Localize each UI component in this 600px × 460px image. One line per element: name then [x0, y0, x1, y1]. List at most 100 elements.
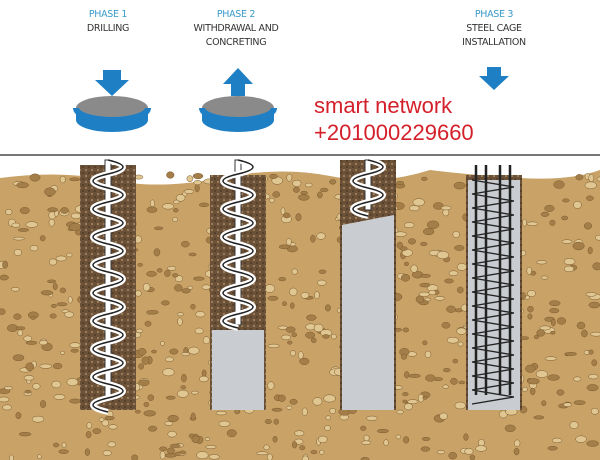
pebble: [70, 212, 82, 219]
pebble: [0, 396, 10, 403]
pebble: [420, 273, 431, 278]
pebble: [565, 352, 577, 356]
pebble: [17, 228, 29, 232]
pebble: [436, 250, 450, 260]
pebble: [442, 368, 451, 373]
phase-3-desc-1: STEEL CAGE: [466, 23, 522, 34]
pebble: [331, 333, 337, 340]
pebble: [549, 219, 556, 226]
pebble: [526, 221, 539, 226]
pebble: [160, 341, 165, 346]
watermark-name: smart network: [314, 93, 453, 118]
pebble: [101, 419, 110, 427]
concrete-2: [212, 330, 264, 410]
pebble: [137, 348, 147, 356]
pebble: [313, 323, 324, 333]
pebble: [304, 182, 313, 188]
pebble: [31, 415, 45, 423]
pebble: [166, 447, 175, 455]
pebble: [291, 268, 298, 275]
pebble: [66, 252, 73, 258]
pebble: [267, 381, 275, 390]
pebble: [426, 220, 440, 229]
rotate-down-icon: [73, 70, 151, 132]
pebble: [421, 436, 431, 441]
pebble: [134, 409, 141, 414]
pebble: [549, 308, 560, 314]
pebble: [267, 295, 279, 301]
pebble: [323, 394, 336, 403]
pebble: [310, 450, 318, 455]
pebble: [273, 418, 279, 425]
pebble: [420, 446, 431, 452]
pebble: [272, 435, 278, 443]
pebble: [9, 454, 14, 460]
pebble: [454, 401, 466, 410]
pebble: [576, 321, 586, 330]
pebble: [536, 260, 548, 265]
pebble: [419, 282, 431, 288]
pebble: [527, 378, 540, 385]
pebble: [13, 248, 22, 256]
pebble: [268, 198, 275, 203]
pebble: [153, 248, 161, 257]
pebble: [5, 209, 13, 216]
pebble: [540, 211, 550, 217]
pebble: [592, 262, 600, 271]
pebble: [525, 364, 536, 373]
pebble: [314, 291, 320, 300]
pebble: [282, 301, 287, 306]
pebble: [463, 433, 469, 441]
pebble: [173, 199, 180, 205]
pebble: [453, 181, 466, 190]
pebble: [402, 327, 410, 333]
pebble: [226, 429, 237, 438]
pebble: [47, 207, 58, 213]
pebble: [49, 313, 57, 319]
pebble: [180, 385, 187, 390]
pebble: [59, 175, 66, 184]
pebble: [137, 262, 143, 267]
phase-2-label: PHASE 2 WITHDRAWAL AND CONCRETING: [193, 8, 278, 50]
pebble: [286, 173, 293, 182]
pebble: [586, 384, 599, 392]
pebble: [107, 441, 117, 448]
pebble: [412, 198, 425, 207]
pebble: [396, 181, 405, 185]
pebble: [561, 215, 569, 221]
pebble: [162, 203, 175, 210]
pebble: [159, 446, 168, 451]
pebble: [148, 425, 158, 432]
pebble: [421, 176, 428, 181]
pebble: [40, 400, 47, 409]
pebble: [527, 289, 536, 297]
pebble: [400, 353, 408, 360]
pebble: [30, 315, 36, 320]
pebble: [149, 199, 155, 207]
pebble: [165, 395, 176, 400]
pebble: [108, 424, 118, 430]
pebble: [551, 437, 563, 444]
pebble: [299, 357, 310, 365]
pebble: [464, 448, 474, 455]
pebble: [181, 352, 190, 357]
pebble: [448, 270, 459, 276]
pebble: [294, 430, 305, 437]
pebble: [141, 356, 150, 365]
pebble: [196, 451, 209, 460]
watermark-phone: +201000229660: [314, 120, 474, 145]
pebble: [142, 283, 151, 292]
pebble: [11, 222, 21, 228]
pebble: [544, 204, 555, 212]
pebble: [407, 399, 419, 404]
pebble: [395, 434, 402, 440]
pebble: [376, 428, 389, 434]
pebble: [175, 194, 186, 202]
pebble: [208, 454, 220, 460]
pebble: [187, 285, 193, 290]
pebble: [23, 375, 35, 381]
pebble: [586, 195, 594, 201]
pebble: [146, 271, 157, 277]
pebble: [60, 207, 69, 214]
pebble: [104, 415, 115, 421]
